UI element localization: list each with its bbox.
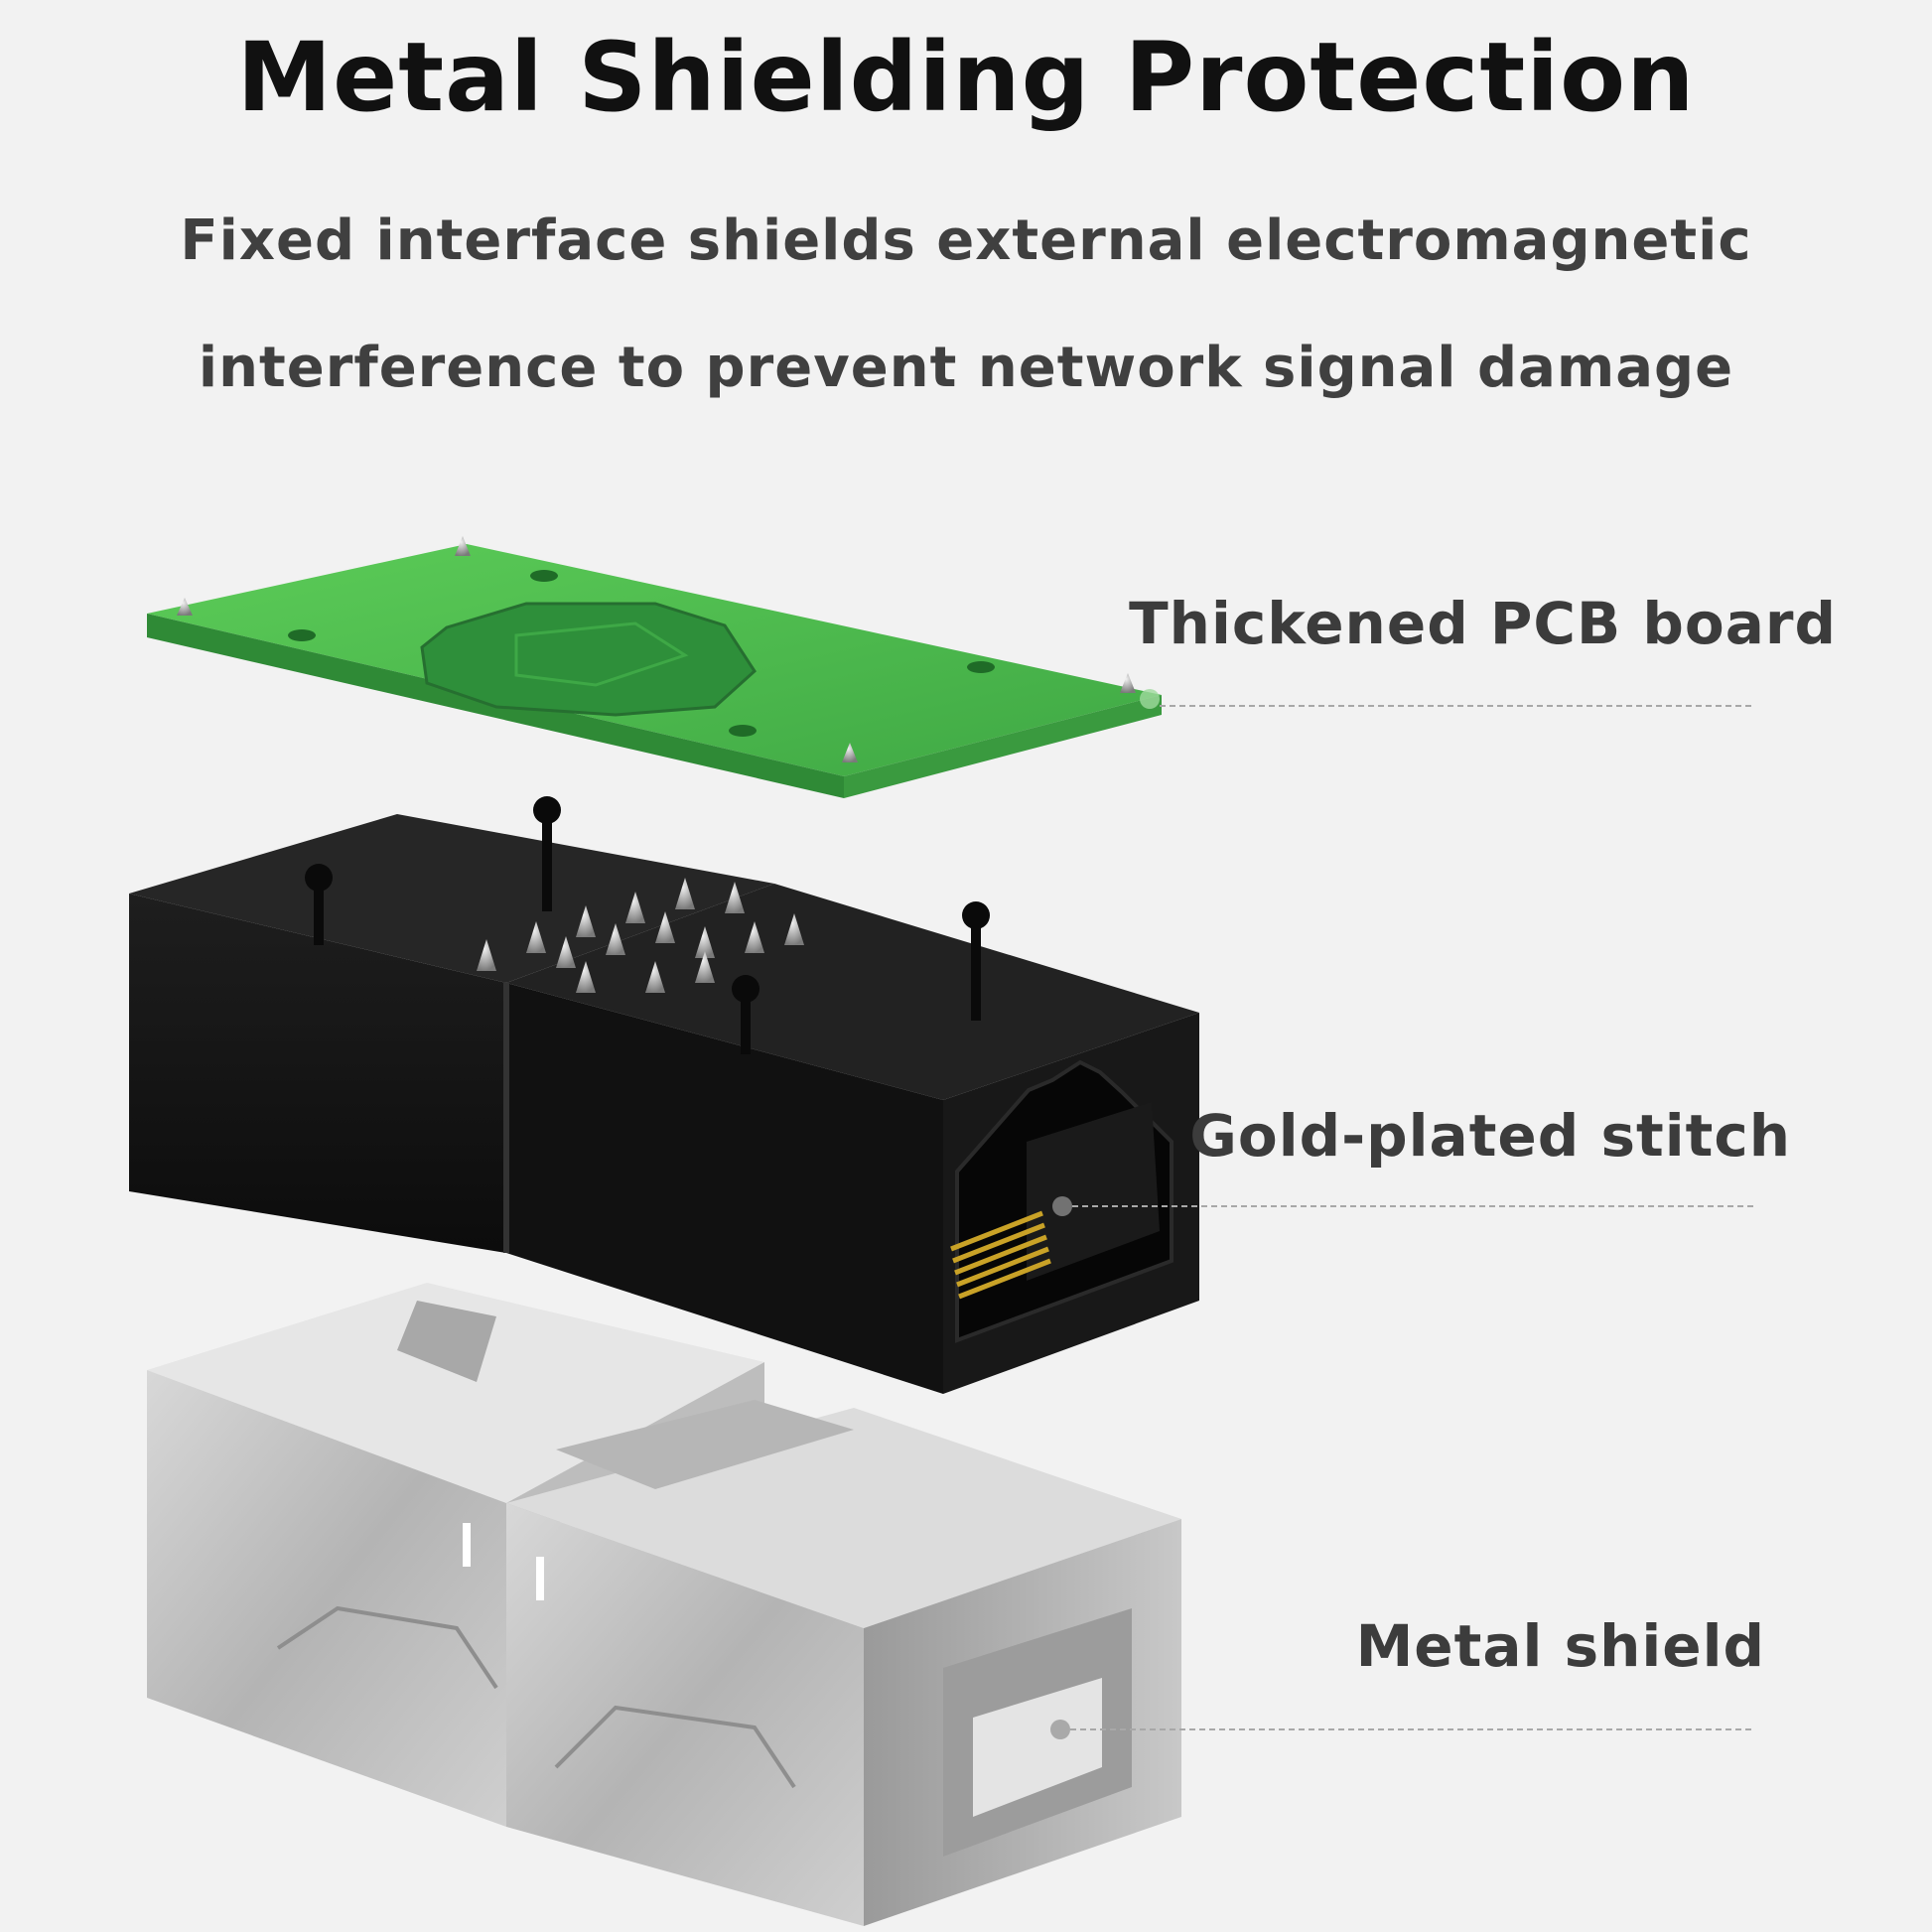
locating-posts: [305, 796, 990, 1054]
metal-shield: [147, 1283, 1181, 1926]
subtitle-line-1: Fixed interface shields external electro…: [180, 208, 1752, 273]
callout-pcb-board: Thickened PCB board: [1129, 590, 1837, 657]
gold-pins: [950, 1210, 1051, 1300]
pcb-board: [147, 536, 1162, 798]
rj45-connector-body: [129, 796, 1199, 1394]
top-pins: [477, 878, 804, 993]
callout-gold-plated-stitch: Gold-plated stitch: [1189, 1102, 1791, 1170]
subtitle-line-2: interference to prevent network signal d…: [198, 336, 1734, 400]
page-title: Metal Shielding Protection: [236, 22, 1696, 133]
callout-metal-shield: Metal shield: [1355, 1612, 1765, 1680]
